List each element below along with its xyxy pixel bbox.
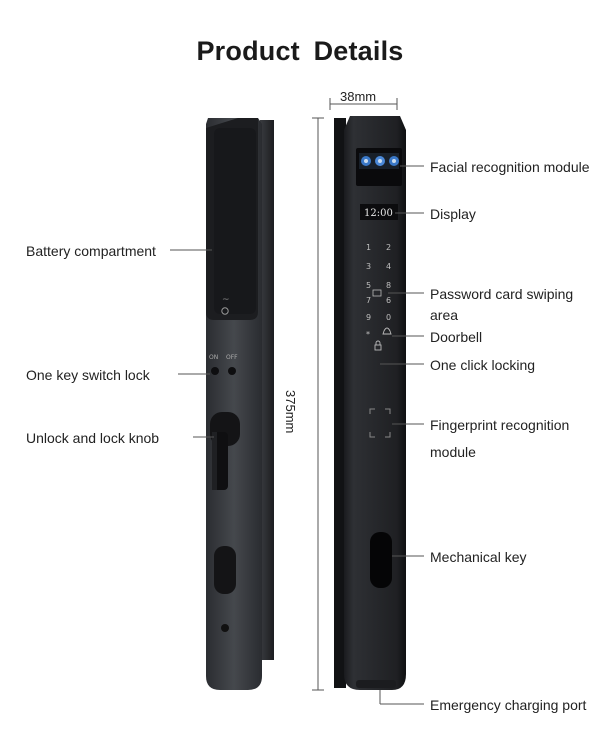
password-card-label-line2: area	[430, 307, 459, 323]
height-dimension-label: 375mm	[283, 390, 298, 434]
knob-label: Unlock and lock knob	[26, 430, 160, 446]
display-label: Display	[430, 206, 476, 222]
battery-screw-icon	[221, 307, 229, 315]
password-card-label: Password card swiping	[430, 286, 574, 302]
display-time: 12:00	[364, 208, 393, 219]
fingerprint-icon	[369, 408, 391, 438]
charging-port	[356, 680, 396, 688]
one-click-locking-label: One click locking	[430, 357, 536, 373]
fingerprint-label-line2: module	[430, 444, 476, 460]
back-panel: ~ ON OFF	[206, 118, 274, 690]
keypad-key: 5	[366, 281, 371, 290]
card-icon	[372, 289, 382, 297]
keypad-key: 2	[386, 243, 391, 252]
keypad-key: 4	[386, 262, 391, 271]
callout-lines	[170, 165, 424, 705]
display-screen	[360, 204, 398, 220]
mech-cover-back	[214, 546, 236, 594]
fingerprint-label: Fingerprint recognition	[430, 417, 570, 433]
keypad-key: *	[366, 330, 370, 339]
padlock-icon	[374, 344, 382, 351]
battery-compartment-label: Battery compartment	[26, 243, 156, 259]
keypad-key: 7	[366, 296, 371, 305]
doorbell-icon	[382, 327, 392, 335]
front-panel: 12:00 1 2 3 4 5 6 7 8 9 0 *	[334, 116, 406, 690]
keypad-key: 3	[366, 262, 371, 271]
keypad-key: 6	[386, 296, 391, 305]
keypad-key: 9	[366, 313, 371, 322]
lock-hole-icon	[221, 624, 229, 632]
switch-on-text: ON	[209, 354, 218, 361]
svg-text:~: ~	[222, 295, 230, 305]
doorbell-label: Doorbell	[430, 329, 483, 345]
width-dimension-label: 38mm	[340, 89, 377, 104]
switch-off-text: OFF	[226, 354, 238, 361]
page-title: Product Details	[196, 36, 404, 66]
switch-off-button	[228, 367, 236, 375]
dimension-lines	[312, 98, 398, 691]
keypad: 1 2 3 4 5 6 7 8 9 0 *	[366, 243, 391, 339]
keypad-key: 8	[386, 281, 391, 290]
facial-recognition-label: Facial recognition module	[430, 159, 590, 175]
switch-lock-label: One key switch lock	[26, 367, 150, 383]
mech-key-cover	[370, 532, 392, 588]
keypad-key: 1	[366, 243, 371, 252]
keypad-key: 0	[386, 313, 391, 322]
mechanical-key-label: Mechanical key	[430, 549, 527, 565]
switch-on-button	[211, 367, 219, 375]
charging-port-label: Emergency charging port	[430, 697, 587, 713]
